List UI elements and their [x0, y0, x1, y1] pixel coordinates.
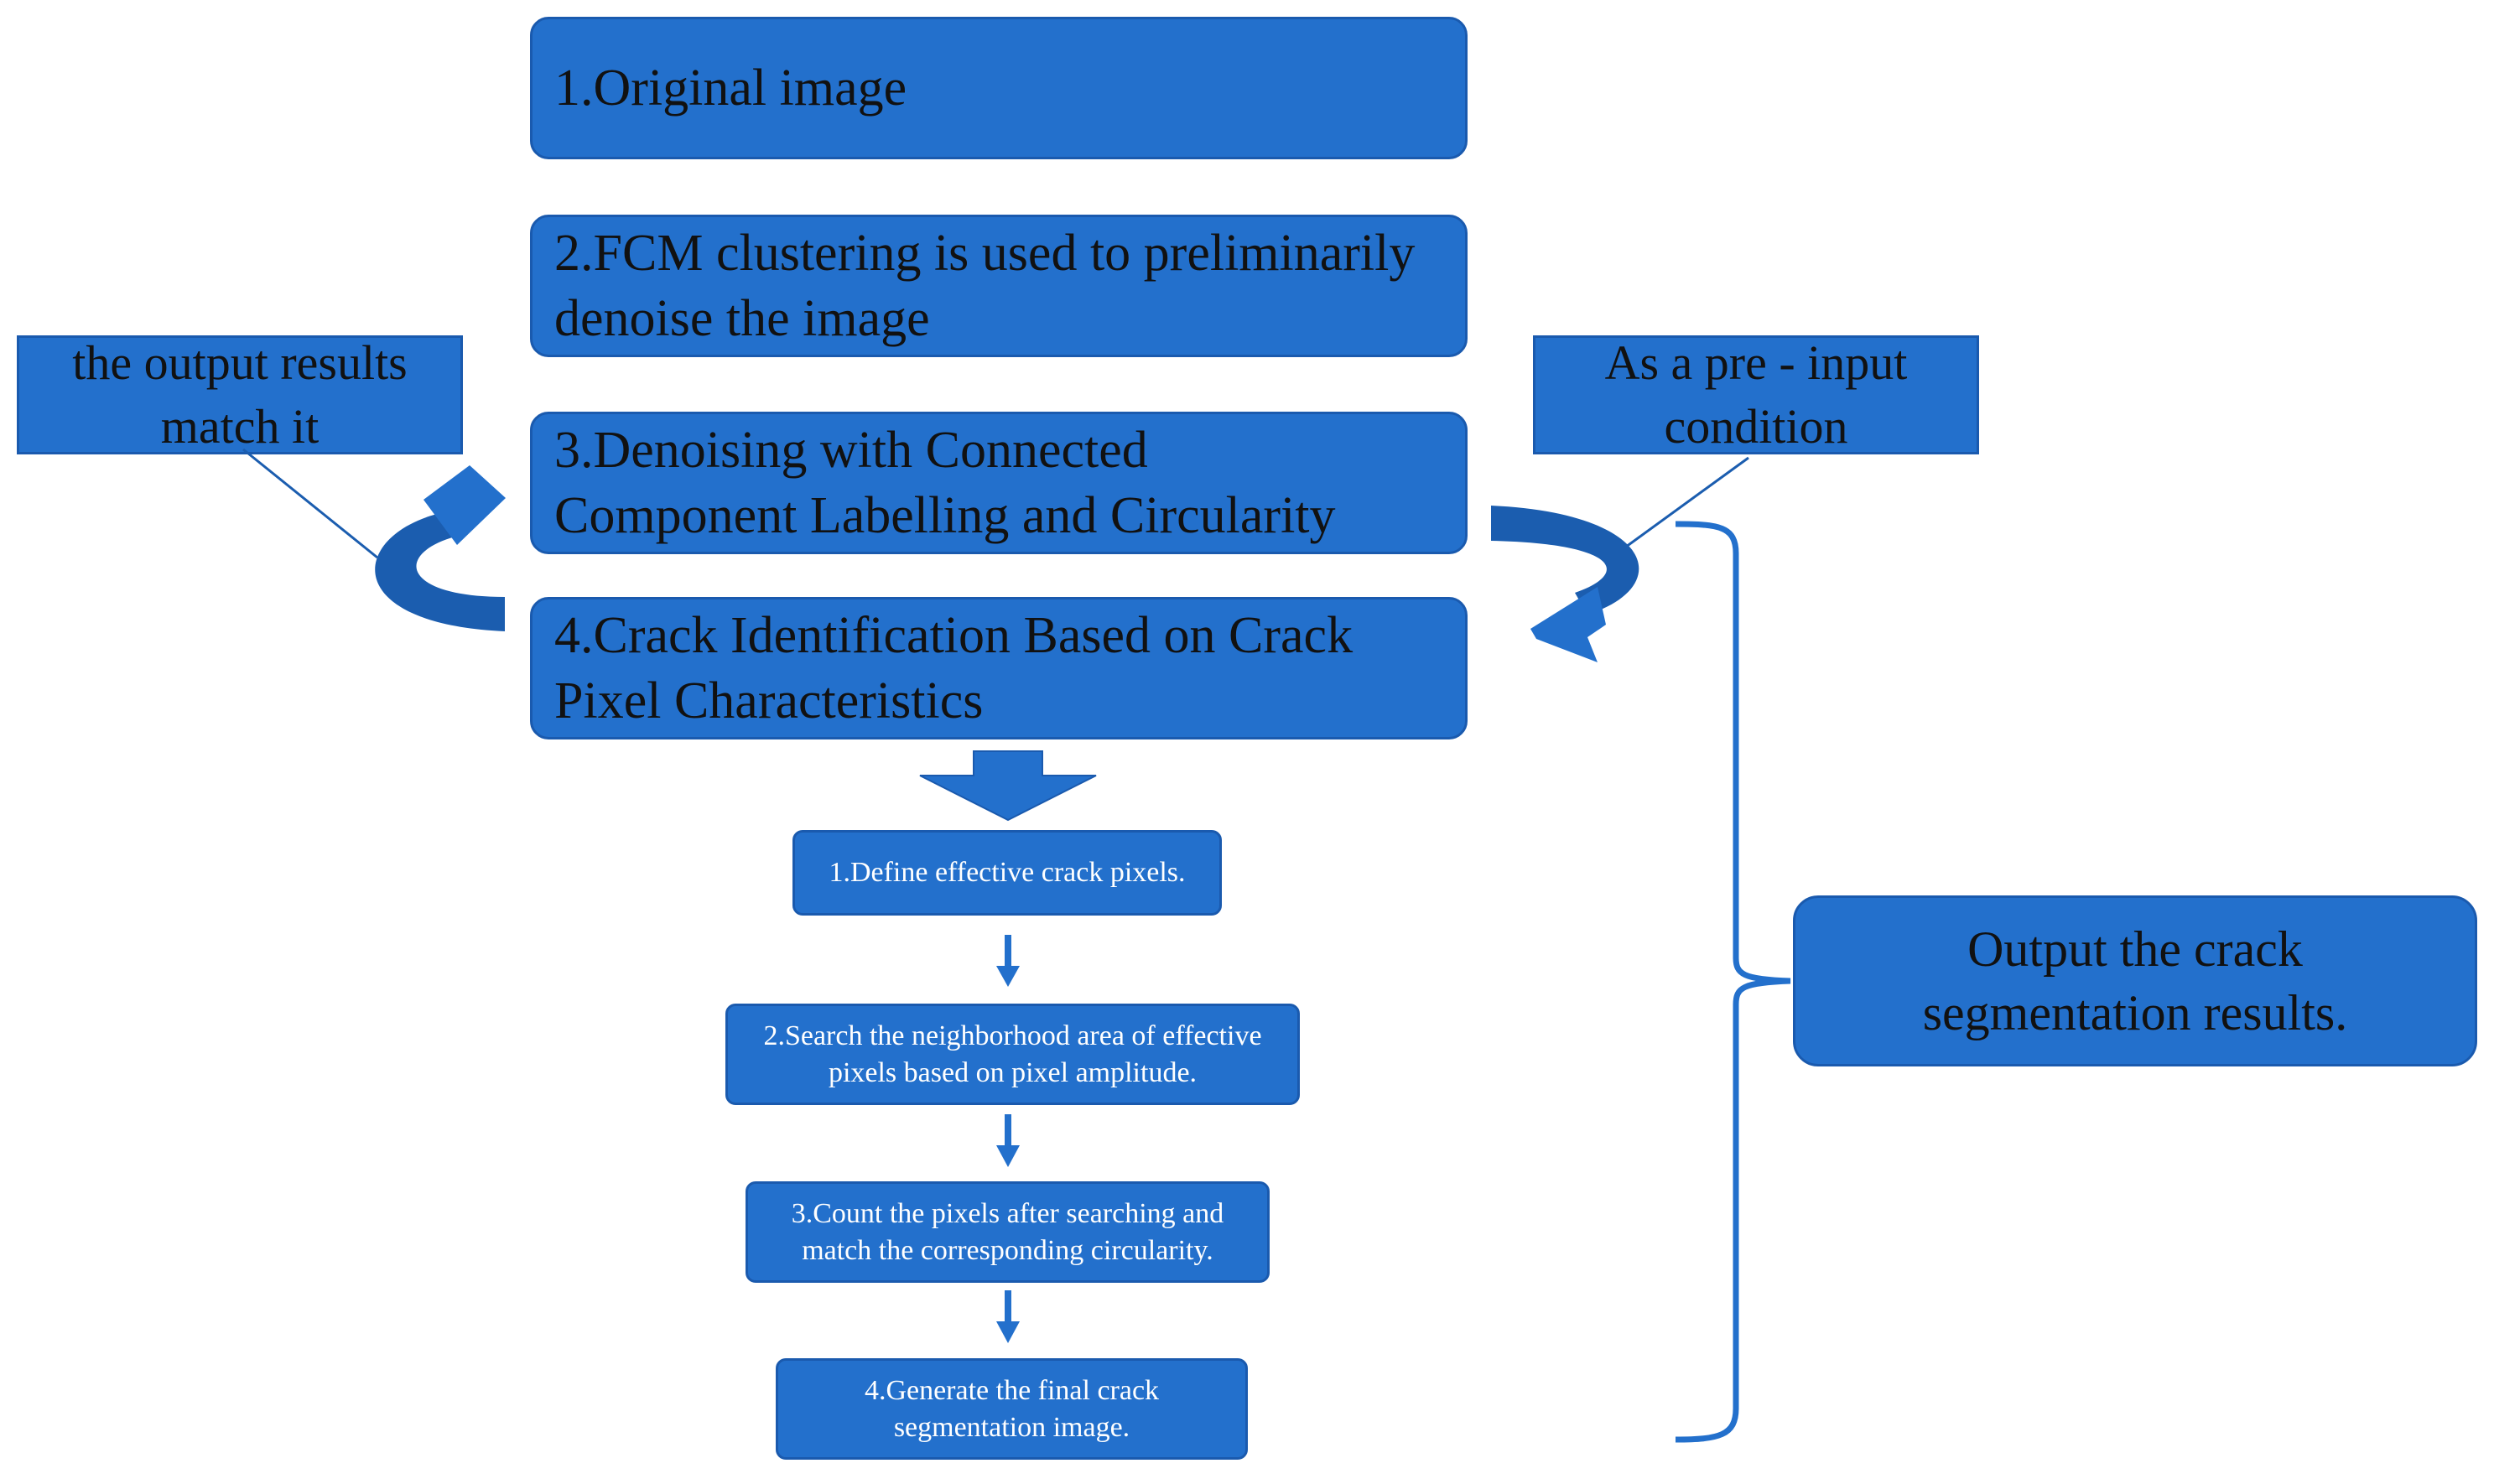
right-note-line-1: As a pre - input: [1604, 335, 1908, 390]
sub-step-1: 1.Define effective crack pixels.: [792, 830, 1222, 916]
curved-loop-arrow-icon: [375, 465, 506, 631]
sub-step-3-line-2: match the corresponding circularity.: [802, 1234, 1213, 1266]
main-step-1: 1.Original image: [530, 17, 1468, 159]
right-curly-brace-icon: [1675, 521, 1791, 1443]
sub-step-2-line-2: pixels based on pixel amplitude.: [828, 1056, 1198, 1088]
right-note: As a pre - input condition: [1533, 335, 1979, 454]
left-note-line-1: the output results: [72, 335, 408, 390]
main-step-4-line-2: Pixel Characteristics: [554, 672, 984, 729]
sub-step-4: 4.Generate the final crack segmentation …: [776, 1358, 1248, 1460]
output-box: Output the crack segmentation results.: [1793, 895, 2477, 1066]
main-step-4: 4.Crack Identification Based on Crack Pi…: [530, 597, 1468, 739]
main-step-2: 2.FCM clustering is used to preliminaril…: [530, 215, 1468, 357]
right-note-callout-line: [1622, 456, 1749, 551]
left-note: the output results match it: [17, 335, 463, 454]
main-step-2-line-2: denoise the image: [554, 290, 930, 347]
sub-step-3: 3.Count the pixels after searching and m…: [746, 1181, 1270, 1283]
down-arrow-icon: [996, 935, 1020, 987]
output-box-line-1: Output the crack: [1967, 921, 2303, 977]
sub-step-1-line-1: 1.Define effective crack pixels.: [829, 857, 1186, 888]
output-box-line-2: segmentation results.: [1922, 985, 2348, 1040]
main-step-3: 3.Denoising with Connected Component Lab…: [530, 412, 1468, 554]
down-arrow-icon: [996, 1114, 1020, 1167]
left-note-line-2: match it: [160, 399, 320, 454]
main-step-4-line-1: 4.Crack Identification Based on Crack: [554, 607, 1354, 664]
sub-step-4-line-2: segmentation image.: [893, 1411, 1130, 1443]
main-step-3-line-1: 3.Denoising with Connected: [554, 422, 1148, 479]
down-arrow-icon: [996, 1290, 1020, 1343]
main-step-2-line-1: 2.FCM clustering is used to preliminaril…: [554, 225, 1416, 282]
sub-step-2-line-1: 2.Search the neighborhood area of effect…: [763, 1020, 1262, 1051]
sub-step-2: 2.Search the neighborhood area of effect…: [725, 1004, 1300, 1105]
sub-step-3-line-1: 3.Count the pixels after searching and: [791, 1197, 1224, 1229]
left-note-callout-line: [242, 448, 378, 559]
main-step-1-line-1: 1.Original image: [554, 60, 907, 117]
sub-step-4-line-1: 4.Generate the final crack: [864, 1374, 1160, 1406]
main-step-3-line-2: Component Labelling and Circularity: [554, 487, 1336, 544]
right-note-line-2: condition: [1664, 399, 1848, 454]
curved-loop-arrow-icon: [1491, 506, 1639, 662]
down-arrow-icon: [919, 750, 1097, 822]
